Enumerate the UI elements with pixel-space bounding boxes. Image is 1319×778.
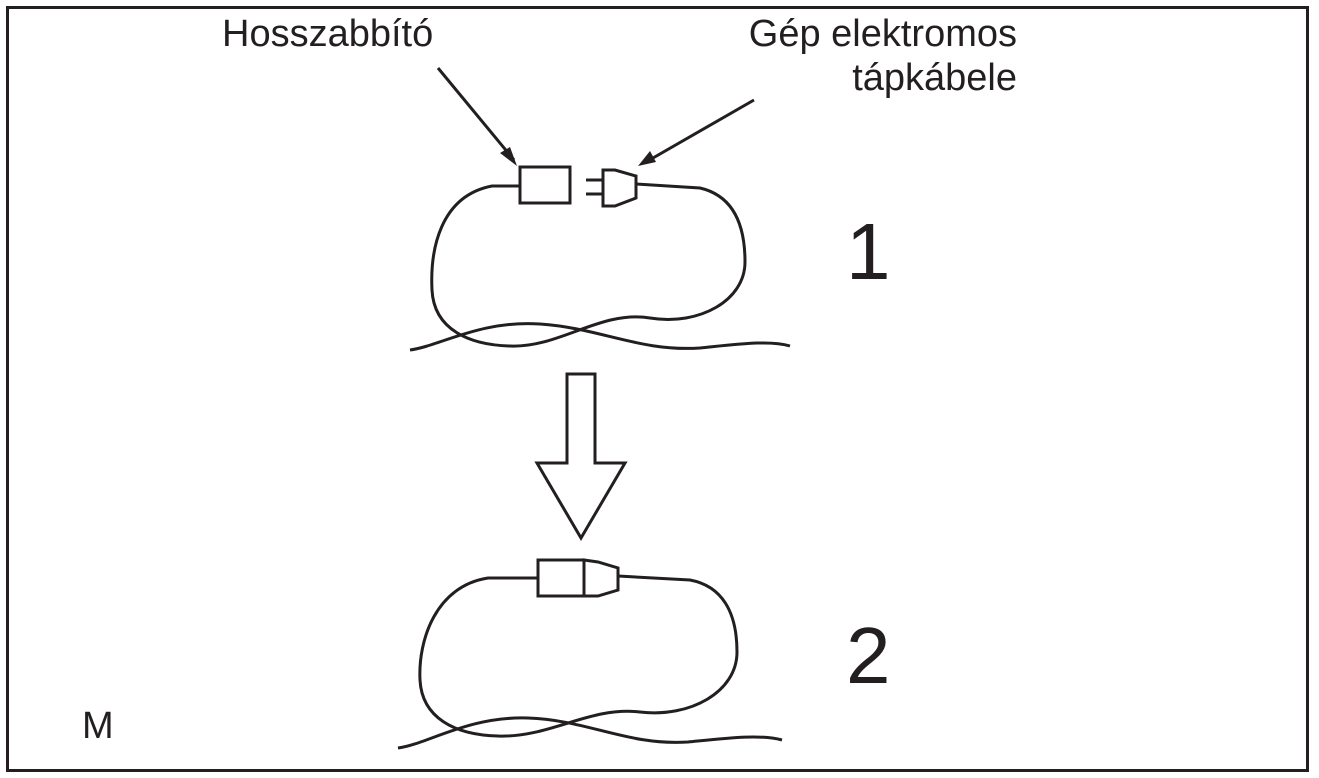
extension-leader-line (436, 67, 516, 161)
extension-cord-label: Hosszabbító (222, 13, 434, 55)
step-one-illustration (409, 67, 791, 352)
step-two-cable-crossing (397, 716, 783, 750)
machine-plug-icon (601, 168, 638, 208)
extension-socket-icon (518, 165, 572, 205)
step-one-cable-loop (430, 182, 747, 348)
connected-plug-icon (582, 558, 620, 598)
machine-power-cable-label-line2: tápkábele (852, 57, 1017, 99)
step-two-illustration (397, 558, 783, 750)
cable-arrowhead (638, 151, 656, 166)
cable-leader-line (645, 98, 755, 164)
figure-frame (6, 6, 1309, 772)
figure-code-label: M (82, 705, 114, 747)
connected-socket-icon (536, 558, 586, 598)
machine-power-cable-label-line1: Gép elektromos (748, 13, 1017, 55)
step-two-cable-loop (418, 574, 739, 738)
step-one-cable-crossing (409, 322, 791, 352)
down-arrow-icon (534, 372, 628, 541)
extension-arrowhead (500, 147, 517, 166)
step-one-number: 1 (846, 207, 891, 296)
machine-power-cable-label: Gép elektromos tápkábele (749, 12, 1017, 100)
step-two-number: 2 (846, 611, 891, 700)
